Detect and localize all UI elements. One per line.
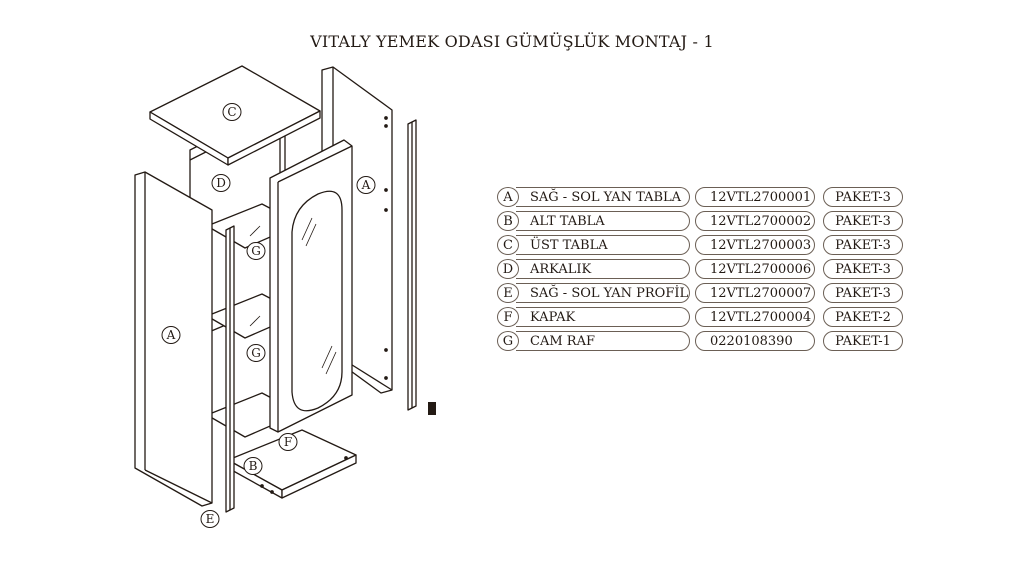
part-name: KAPAK <box>516 307 690 327</box>
left-profile-shape <box>225 225 235 513</box>
parts-row: G CAM RAF 0220108390 PAKET-1 <box>497 330 907 354</box>
label-b: B <box>249 459 258 473</box>
parts-row: A SAĞ - SOL YAN TABLA 12VTL2700001 PAKET… <box>497 186 907 210</box>
label-circle-d <box>211 174 231 192</box>
parts-row: F KAPAK 12VTL2700004 PAKET-2 <box>497 306 907 330</box>
exploded-cabinet-drawing: C D A A G G F B E <box>134 65 417 528</box>
label-g-mid: G <box>251 346 261 360</box>
label-circle-f <box>278 433 298 451</box>
label-circle-g-top <box>246 242 266 260</box>
parts-row: E SAĞ - SOL YAN PROFİL 12VTL2700007 PAKE… <box>497 282 907 306</box>
part-code: 12VTL2700003 <box>695 235 815 255</box>
diagram-title: VITALY YEMEK ODASI GÜMÜŞLÜK MONTAJ - 1 <box>310 32 714 51</box>
part-code: 12VTL2700004 <box>695 307 815 327</box>
part-name: ALT TABLA <box>516 211 690 231</box>
label-circle-a-left <box>161 326 181 344</box>
label-circles <box>161 103 376 528</box>
label-g-top: G <box>251 244 261 258</box>
bottom-panel-shape <box>227 429 357 499</box>
label-f: F <box>284 435 292 449</box>
parts-row: C ÜST TABLA 12VTL2700003 PAKET-3 <box>497 234 907 258</box>
part-code: 12VTL2700006 <box>695 259 815 279</box>
label-d: D <box>216 176 226 190</box>
part-code: 12VTL2700001 <box>695 187 815 207</box>
label-c: C <box>227 105 236 119</box>
part-package: PAKET-3 <box>823 283 903 303</box>
label-circle-c <box>222 103 242 121</box>
part-code: 0220108390 <box>695 331 815 351</box>
part-package: PAKET-1 <box>823 331 903 351</box>
label-a-right: A <box>361 178 371 192</box>
label-e: E <box>206 512 215 526</box>
part-package: PAKET-2 <box>823 307 903 327</box>
part-name: CAM RAF <box>516 331 690 351</box>
part-package: PAKET-3 <box>823 211 903 231</box>
label-circle-g-mid <box>246 344 266 362</box>
right-profile-shape <box>407 119 417 411</box>
parts-list: A SAĞ - SOL YAN TABLA 12VTL2700001 PAKET… <box>497 186 907 354</box>
label-circle-a-right <box>356 176 376 194</box>
door-shape <box>269 139 353 433</box>
label-circle-b <box>243 457 263 475</box>
part-package: PAKET-3 <box>823 235 903 255</box>
label-a-left: A <box>166 328 176 342</box>
parts-row: D ARKALIK 12VTL2700006 PAKET-3 <box>497 258 907 282</box>
parts-row: B ALT TABLA 12VTL2700002 PAKET-3 <box>497 210 907 234</box>
part-name: ÜST TABLA <box>516 235 690 255</box>
part-name: SAĞ - SOL YAN PROFİL <box>516 283 690 303</box>
part-name: ARKALIK <box>516 259 690 279</box>
profile-end-marker <box>428 402 436 415</box>
part-code: 12VTL2700007 <box>695 283 815 303</box>
label-circle-e <box>200 510 220 528</box>
part-name: SAĞ - SOL YAN TABLA <box>516 187 690 207</box>
part-code: 12VTL2700002 <box>695 211 815 231</box>
part-package: PAKET-3 <box>823 187 903 207</box>
part-package: PAKET-3 <box>823 259 903 279</box>
